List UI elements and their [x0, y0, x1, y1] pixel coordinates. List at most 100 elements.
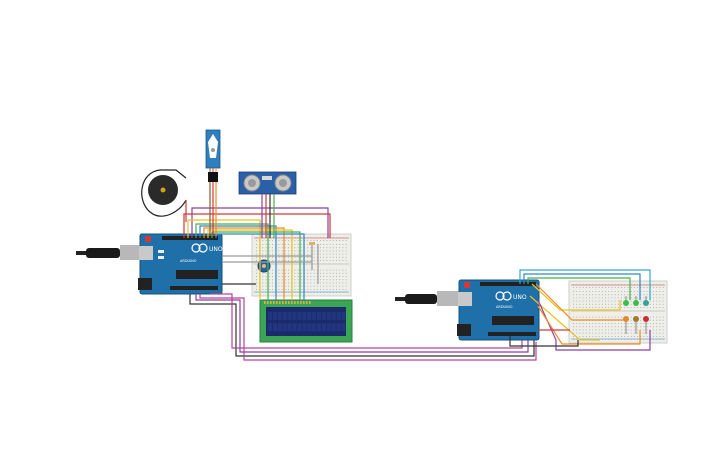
breadboard-hole: [621, 287, 622, 288]
breadboard-hole: [307, 279, 309, 281]
led-red[interactable]: [643, 316, 649, 322]
breadboard-hole: [256, 279, 257, 281]
breadboard-hole: [294, 253, 296, 255]
breadboard-hole: [326, 292, 328, 293]
lcd-cell: [326, 312, 331, 320]
breadboard-hole: [345, 256, 347, 258]
breadboard-hole: [313, 253, 315, 255]
reset-button-icon[interactable]: [464, 282, 470, 288]
breadboard-hole: [323, 240, 325, 241]
breadboard-hole: [307, 269, 309, 271]
breadboard-hole: [589, 291, 590, 292]
lcd-cell: [331, 323, 336, 331]
breadboard-hole: [323, 237, 325, 238]
breadboard-hole: [617, 336, 619, 337]
lcd-pin: [303, 301, 305, 304]
usb-cable-right[interactable]: [395, 291, 461, 306]
ultrasonic-sensor[interactable]: [238, 171, 297, 195]
arduino-uno-left[interactable]: UNO ARDUINO: [138, 233, 223, 295]
reset-button-icon[interactable]: [145, 236, 151, 242]
breadboard-right-body: [568, 280, 668, 344]
lcd-pin: [297, 301, 299, 304]
breadboard-hole: [659, 339, 661, 340]
breadboard-hole: [656, 316, 658, 318]
breadboard-hole: [662, 294, 664, 296]
breadboard-hole: [281, 244, 283, 245]
breadboard-hole: [659, 332, 661, 334]
breadboard-hole: [633, 297, 635, 299]
led-brown[interactable]: [633, 316, 639, 322]
usb-cable-left[interactable]: [76, 245, 144, 260]
breadboard-hole: [576, 300, 578, 302]
breadboard-hole: [573, 284, 574, 285]
breadboard-hole: [320, 247, 321, 249]
breadboard-hole: [579, 284, 581, 285]
breadboard-hole: [339, 279, 341, 281]
breadboard-hole: [336, 282, 337, 284]
breadboard-hole: [633, 284, 635, 285]
lcd-character-cells: [268, 312, 346, 331]
breadboard-hole: [601, 323, 603, 324]
breadboard-hole: [320, 244, 321, 245]
breadboard-hole: [592, 326, 594, 328]
breadboard-hole: [310, 269, 312, 271]
breadboard-hole: [329, 282, 331, 284]
breadboard-hole: [627, 323, 629, 324]
breadboard-hole: [637, 291, 638, 292]
breadboard-hole: [662, 284, 664, 285]
breadboard-hole: [621, 326, 622, 328]
breadboard-hole: [281, 285, 283, 287]
breadboard-hole: [662, 339, 664, 340]
breadboard-hole: [646, 307, 648, 308]
breadboard-hole: [621, 294, 622, 296]
lcd-pin: [309, 301, 311, 304]
arduino-uno-right[interactable]: UNO ARDUINO: [457, 279, 540, 341]
potentiometer[interactable]: [257, 259, 271, 273]
breadboard-hole: [265, 272, 267, 274]
breadboard-hole: [656, 339, 658, 340]
breadboard-hole: [339, 272, 341, 274]
breadboard-hole: [608, 297, 610, 299]
breadboard-hole: [637, 323, 638, 324]
servo-shaft-icon: [211, 148, 215, 152]
led-array[interactable]: [623, 300, 649, 322]
breadboard-hole: [621, 284, 622, 285]
breadboard-hole: [621, 336, 622, 337]
breadboard-hole: [339, 247, 341, 249]
led-green-1[interactable]: [623, 300, 629, 306]
breadboard-hole: [281, 253, 283, 255]
breadboard-hole: [313, 269, 315, 271]
breadboard-hole: [339, 237, 341, 238]
breadboard-hole: [342, 292, 344, 293]
breadboard-hole: [278, 292, 280, 293]
breadboard-right[interactable]: [568, 280, 668, 344]
resistor-left[interactable]: [309, 242, 315, 245]
breadboard-hole: [326, 260, 328, 261]
led-orange[interactable]: [623, 316, 629, 322]
breadboard-hole: [342, 276, 344, 277]
breadboard-hole: [656, 332, 658, 334]
breadboard-hole: [576, 326, 578, 328]
breadboard-hole: [627, 336, 629, 337]
breadboard-hole: [601, 307, 603, 308]
breadboard-hole: [646, 326, 648, 328]
breadboard-hole: [630, 300, 632, 302]
breadboard-hole: [579, 326, 581, 328]
breadboard-hole: [336, 247, 337, 249]
led-green-2[interactable]: [633, 300, 639, 306]
breadboard-hole: [617, 326, 619, 328]
lcd-16x2[interactable]: [259, 299, 353, 343]
breadboard-hole: [585, 294, 587, 296]
servo-motor[interactable]: [205, 129, 221, 182]
usb-cable-icon: [405, 294, 437, 304]
breadboard-hole: [601, 329, 603, 331]
breadboard-hole: [601, 291, 603, 292]
breadboard-hole: [307, 260, 309, 261]
led-teal[interactable]: [643, 300, 649, 306]
piezo-buzzer[interactable]: [141, 169, 187, 222]
breadboard-hole: [633, 323, 635, 324]
breadboard-hole: [608, 339, 610, 340]
breadboard-hole: [316, 247, 318, 249]
breadboard-hole: [656, 329, 658, 331]
